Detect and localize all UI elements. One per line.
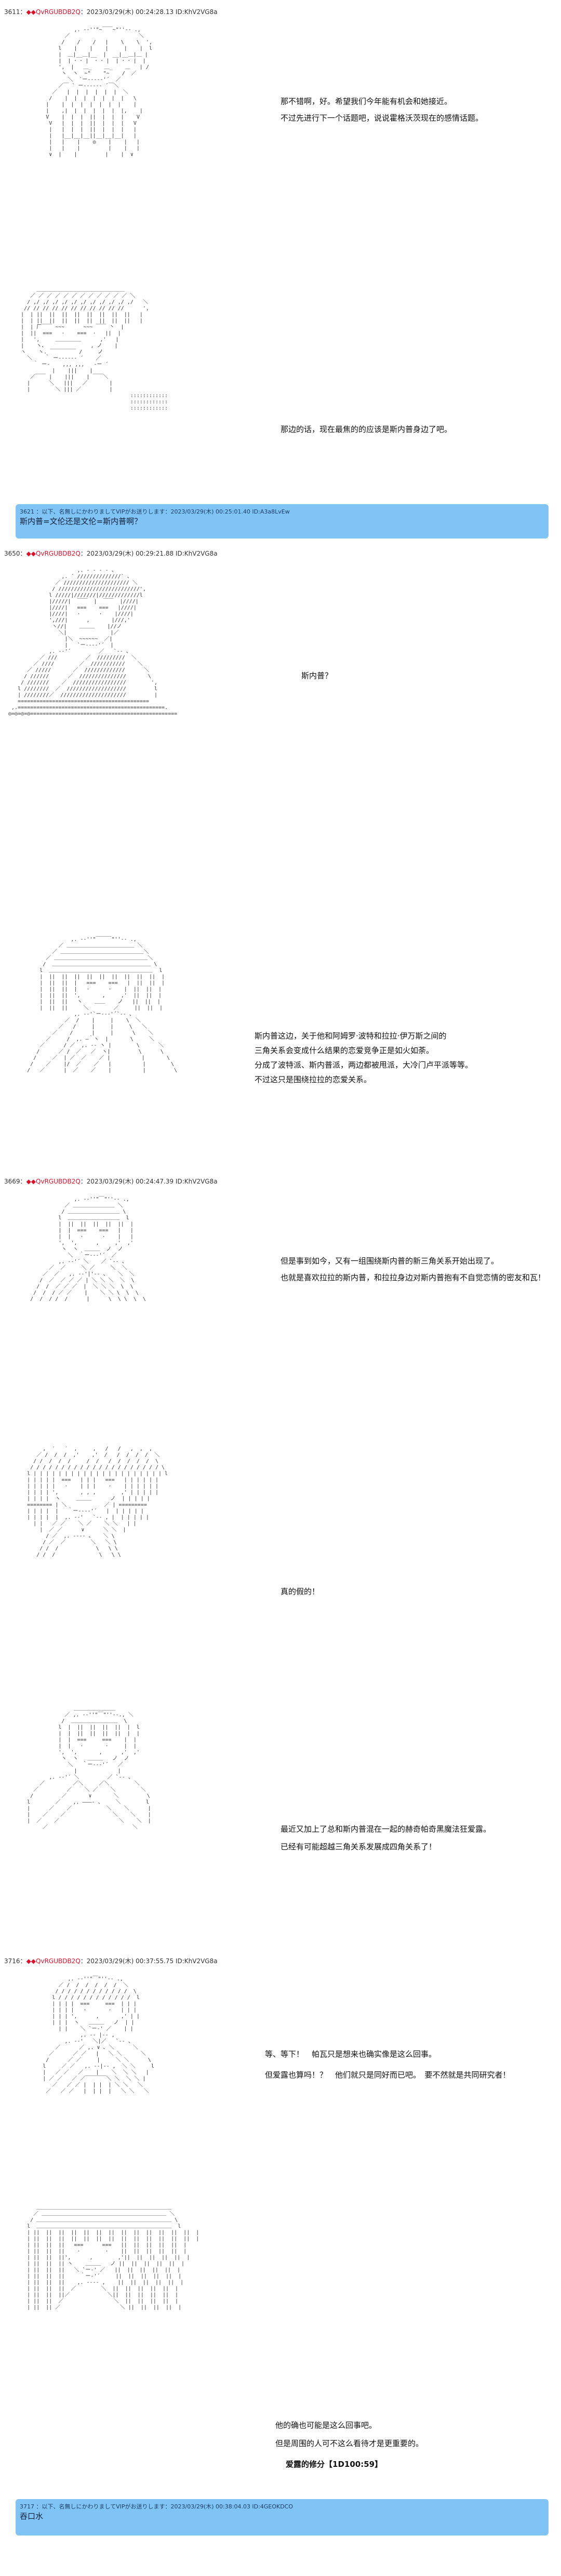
dice-roll-text: 爱露的修分【1D100:59】 <box>286 2460 383 2469</box>
post-user[interactable]: ◆QvRGUBDB2Q <box>31 550 81 557</box>
dialogue-line: 分成了波特派、斯内普派，两边都被甩派，大冷门卢平派等等。 <box>255 1060 473 1070</box>
ascii-art-figure: ＿＿＿＿＿＿＿＿ ／ ,. -‐''"￣"''‐-., ＼ / ＿＿＿＿＿＿＿＿… <box>27 1706 151 1830</box>
post-header: 3650：◆◆QvRGUBDB2Q：2023/03/29(木) 00:29:21… <box>4 550 218 557</box>
dialogue-line: 他的确也可能是这么回事吧。 <box>275 2421 377 2430</box>
comment-text: 吞口水 <box>20 2512 44 2521</box>
post-user[interactable]: ◆QvRGUBDB2Q <box>31 8 81 16</box>
post-header: 3669：◆◆QvRGUBDB2Q：2023/03/29(木) 00:24:47… <box>4 1178 218 1185</box>
dialogue-line: 最近又加上了总和斯内普混在一起的赫奇帕奇黑魔法狂爱露。 <box>280 1824 491 1834</box>
dialogue-line: 斯内普？ <box>301 671 333 680</box>
comment-text: 斯内普=文伦还是文伦=斯内普啊？ <box>20 517 142 526</box>
dialogue-line: 但是周围的人可不这么看待才是更重要的。 <box>275 2439 424 2448</box>
trip-diamond-icon: ◆ <box>26 1957 31 1965</box>
post-number: 3716 <box>4 1957 20 1965</box>
dialogue-line: 但爱露也算吗！？ 他们就只是同好而已吧。 要不然就是共同研究者！ <box>265 2070 511 2080</box>
dialogue-line: 也就是喜欢拉拉的斯内普，和拉拉身边对斯内普抱有不自觉恋情的密友和瓦！ <box>280 1273 546 1282</box>
dialogue-line: 等、等下！ 帕瓦只是想来也确实像是这么回事。 <box>265 2049 437 2059</box>
post-header: 3611：◆◆QvRGUBDB2Q：2023/03/29(木) 00:24:28… <box>4 8 218 16</box>
ascii-art-figure: ＿＿＿＿＿＿＿＿＿＿＿＿＿＿＿＿＿＿＿＿＿＿＿＿＿＿ ／ ＿＿＿＿＿＿＿＿＿＿＿… <box>27 2205 199 2310</box>
ascii-art-figure: ,. -‐''"￣"''‐- ., ／ ＿＿＿＿＿＿＿＿ ＼ / ＿＿＿＿＿＿＿… <box>30 1197 146 1302</box>
post-date: 2023/03/29(木) 00:24:47.39 ID:KhV2VG8a <box>86 1178 218 1185</box>
ascii-art-figure: ,. -‐''"￣￣￣"''‐- ., ／ ＿＿＿＿＿＿＿＿＿＿＿＿＿ ＼ ／ … <box>27 937 178 1073</box>
post-date: 2023/03/29(木) 00:37:55.75 ID:KhV2VG8a <box>86 1957 218 1965</box>
post-user[interactable]: ◆QvRGUBDB2Q <box>31 1957 81 1965</box>
post-date: 2023/03/29(木) 00:29:21.88 ID:KhV2VG8a <box>86 550 218 557</box>
dialogue-line: 已经有可能超越三角关系发展成四角关系了！ <box>280 1842 437 1851</box>
post-number: 3669 <box>4 1178 20 1185</box>
comment-meta: 3717 ：以下、名無しにかわりましてVIPがお送りします：2023/03/29… <box>20 2503 293 2510</box>
post-date: 2023/03/29(木) 00:24:28.13 ID:KhV2VG8a <box>86 8 218 16</box>
dialogue-line: 真的假的！ <box>280 1587 320 1596</box>
dialogue-line: 不过先进行下一个话题吧，说说霍格沃茨现在的感情话题。 <box>280 113 484 123</box>
dialogue-line: 斯内普这边，关于他和阿姆罗·波特和拉拉·伊万斯之间的 <box>255 1031 447 1041</box>
comment-meta: 3621 ：以下、名無しにかわりましてVIPがお送りします：2023/03/29… <box>20 508 290 515</box>
trip-diamond-icon: ◆ <box>26 8 31 16</box>
ascii-art-figure: ,. -‐''"~￣￣~"''‐- ., ／ ＼ / / / | \ \ ', … <box>46 27 152 157</box>
post-number: 3611 <box>4 8 20 16</box>
ascii-art-figure: , ′ ′ , , / / , , , ／ / / / ,' ,' / / / … <box>27 1446 168 1558</box>
dialogue-line: 那不错啊，好。希望我们今年能有机会和她接近。 <box>280 97 452 106</box>
reader-comment: 3717 ：以下、名無しにかわりましてVIPがお送りします：2023/03/29… <box>16 2499 549 2535</box>
ascii-art-figure: ,. -‐''"￣"''‐- ., ／ / / / / / / ＼ / / / … <box>43 1976 154 2094</box>
dialogue-line: 三角关系会变成什么结果的恋爱竞争正是如火如荼。 <box>255 1046 434 1055</box>
post-user[interactable]: ◆QvRGUBDB2Q <box>31 1178 81 1185</box>
reader-comment: 3621 ：以下、名無しにかわりましてVIPがお送りします：2023/03/29… <box>16 504 549 538</box>
ascii-art-figure: ,. - ‐ ‐ - 、 ,. ´ //////////////` 、 ／ //… <box>8 568 178 717</box>
trip-diamond-icon: ◆ <box>26 1178 31 1185</box>
ascii-art-figure: ＿＿＿＿＿＿＿＿＿＿＿＿＿＿＿＿＿ ／ ／ ／ ／ ／ ／ ／ ／ ／ ／ ／ … <box>21 287 168 411</box>
dialogue-line: 但是事到如今，又有一组围绕斯内普的新三角关系开始出现了。 <box>280 1256 499 1266</box>
dialogue-line: 那边的话，现在最焦的的应该是斯内普身边了吧。 <box>280 425 452 434</box>
post-number: 3650 <box>4 550 20 557</box>
post-header: 3716：◆◆QvRGUBDB2Q：2023/03/29(木) 00:37:55… <box>4 1957 218 1965</box>
dialogue-line: 不过这只是围绕拉拉的恋爱关系。 <box>255 1075 372 1084</box>
trip-diamond-icon: ◆ <box>26 550 31 557</box>
